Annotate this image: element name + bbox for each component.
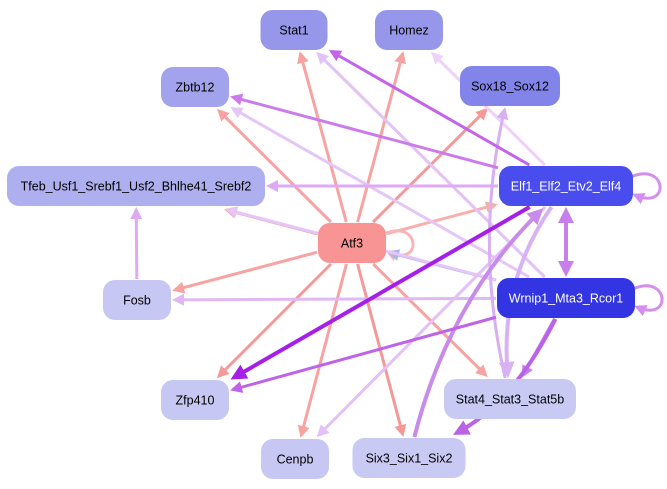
node-Six3_Six1_Six2[interactable]: Six3_Six1_Six2 <box>352 438 466 478</box>
edge-Atf3-Stat1 <box>297 51 348 223</box>
node-box <box>103 280 171 320</box>
node-Fosb[interactable]: Fosb <box>103 280 171 320</box>
edge-Atf3-Cenpb <box>297 263 348 438</box>
node-box <box>318 223 386 263</box>
edge-Elf1_Elf2_Etv2_Elf4-Zfp410 <box>230 205 531 380</box>
edge-Wrnip1_Mta3_Rcor1-Wrnip1_Mta3_Rcor1 <box>632 284 664 317</box>
edge-Elf1_Elf2_Etv2_Elf4-Stat1 <box>328 50 531 167</box>
node-Sox18_Sox12[interactable]: Sox18_Sox12 <box>460 66 560 106</box>
edge-Wrnip1_Mta3_Rcor1-Fosb <box>172 293 497 306</box>
node-box <box>261 439 329 479</box>
node-Zfp410[interactable]: Zfp410 <box>161 380 229 420</box>
node-Stat1[interactable]: Stat1 <box>260 10 328 50</box>
node-box <box>161 380 229 420</box>
edge-Six3_Six1_Six2-Elf1_Elf2_Etv2_Elf4 <box>412 208 544 438</box>
edge-Wrnip1_Mta3_Rcor1-Zfp410 <box>230 315 497 393</box>
node-box <box>7 166 265 206</box>
node-Homez[interactable]: Homez <box>375 10 443 50</box>
node-Tfeb_Usf1_Srebf1_Usf2_Bhlhe41_Srebf2[interactable]: Tfeb_Usf1_Srebf1_Usf2_Bhlhe41_Srebf2 <box>7 166 265 206</box>
edge-Wrnip1_Mta3_Rcor1-Stat1 <box>316 51 546 279</box>
node-box <box>260 10 328 50</box>
node-Cenpb[interactable]: Cenpb <box>261 439 329 479</box>
edge-Fosb-Tfeb_Usf1_Srebf1_Usf2_Bhlhe41_Srebf2 <box>130 207 143 280</box>
node-Atf3[interactable]: Atf3 <box>318 223 386 263</box>
edge-Atf3-Zfp410 <box>216 262 333 379</box>
edge-Atf3-Elf1_Elf2_Etv2_Elf4 <box>386 201 498 236</box>
node-Wrnip1_Mta3_Rcor1[interactable]: Wrnip1_Mta3_Rcor1 <box>497 278 635 318</box>
node-box <box>444 379 576 419</box>
node-box <box>499 166 633 206</box>
node-box <box>352 438 466 478</box>
edge-Stat4_Stat3_Stat5b-Sox18_Sox12 <box>487 107 509 379</box>
edges-layer <box>130 50 664 438</box>
edge-Wrnip1_Mta3_Rcor1-Zbtb12 <box>230 107 530 279</box>
edge-Atf3-Stat4_Stat3_Stat5b <box>372 262 488 378</box>
node-box <box>375 10 443 50</box>
edge-Elf1_Elf2_Etv2_Elf4-Zbtb12 <box>230 93 499 170</box>
node-Stat4_Stat3_Stat5b[interactable]: Stat4_Stat3_Stat5b <box>444 379 576 419</box>
edge-Elf1_Elf2_Etv2_Elf4-Homez <box>431 51 546 167</box>
node-box <box>161 67 229 107</box>
node-Zbtb12[interactable]: Zbtb12 <box>161 67 229 107</box>
edge-Atf3-Homez <box>356 51 407 223</box>
edge-Atf3-Fosb <box>172 250 318 294</box>
edge-Elf1_Elf2_Etv2_Elf4-Elf1_Elf2_Etv2_Elf4 <box>630 172 662 205</box>
edge-Atf3-Sox18_Sox12 <box>372 107 488 224</box>
edge-Atf3-Zbtb12 <box>217 108 332 224</box>
node-box <box>460 66 560 106</box>
node-box <box>497 278 635 318</box>
node-Elf1_Elf2_Etv2_Elf4[interactable]: Elf1_Elf2_Etv2_Elf4 <box>499 166 633 206</box>
